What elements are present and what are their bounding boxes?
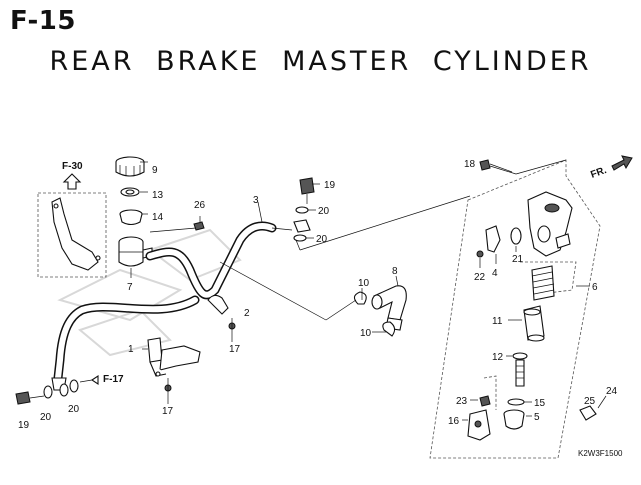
callout-3: 3 [253,195,259,206]
callout-20-left: 20 [40,412,52,423]
callout-10-upper: 10 [358,278,370,289]
watermark [57,228,242,357]
callout-12: 12 [492,352,504,363]
callout-5: 5 [534,412,540,423]
diagram-code: K2W3F1500 [578,449,623,458]
reservoir-bracket [51,197,99,271]
ref-f17-label: F-17 [103,374,124,385]
page-title: REAR BRAKE MASTER CYLINDER [49,46,592,77]
callout-24: 24 [606,386,618,397]
callout-20-middle: 20 [316,234,328,245]
callout-4: 4 [492,268,498,279]
callout-7: 7 [127,282,133,293]
callout-20-right: 20 [68,404,80,415]
callout-20-upper: 20 [318,206,330,217]
callout-26: 26 [194,200,206,211]
up-arrow-icon [62,173,82,190]
callout-10-lower: 10 [360,328,372,339]
ref-f30-group: F-30 [37,161,107,278]
callout-11: 11 [492,316,503,327]
front-label: FR. [589,165,608,181]
page-code: F-15 [10,6,76,36]
hose-guide [142,337,201,404]
callout-17-lower: 17 [162,406,174,417]
callout-16: 16 [448,416,460,427]
bracket-outline [37,192,107,278]
ref-f30-label: F-30 [62,161,83,172]
callout-21: 21 [512,254,524,265]
reservoir-assembly [115,156,205,278]
callout-15: 15 [534,398,546,409]
callout-9: 9 [152,165,158,176]
callout-23: 23 [456,396,468,407]
elbow-hose [219,261,407,337]
callout-14: 14 [152,212,164,223]
front-direction-indicator: FR. [589,155,633,181]
callout-8: 8 [392,266,398,277]
callout-19-upper: 19 [324,180,336,191]
callout-19-lower: 19 [18,420,30,431]
upper-banjo [293,177,471,251]
callout-25: 25 [584,396,596,407]
callout-18: 18 [464,159,476,170]
callout-1: 1 [128,344,134,355]
callout-2: 2 [244,308,250,319]
callout-labels: 9 13 14 26 7 3 19 20 20 2 17 1 17 19 20 … [18,159,623,458]
master-cylinder-assembly [429,159,607,459]
right-arrow-icon [91,374,99,386]
reservoir-hose [145,201,293,342]
brake-hose [15,295,200,405]
callout-6: 6 [592,282,598,293]
callout-22: 22 [474,272,486,283]
front-arrow-icon [611,155,633,171]
callout-13: 13 [152,190,164,201]
callout-17-upper: 17 [229,344,241,355]
